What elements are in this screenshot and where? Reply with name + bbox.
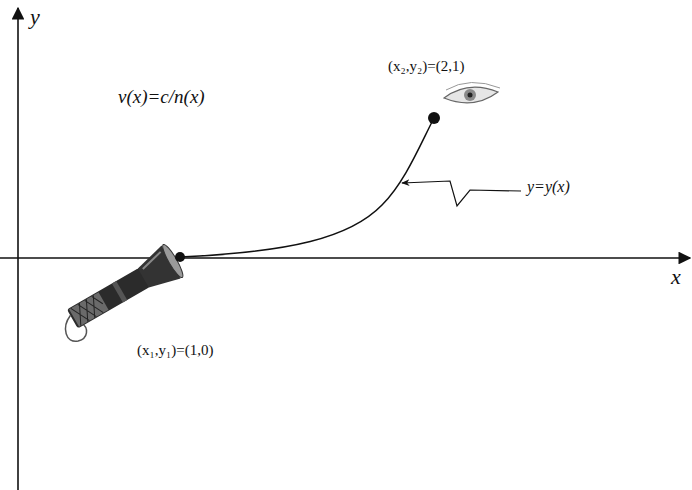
formula-label: v(x)=c/n(x): [118, 86, 205, 108]
y-axis: [17, 8, 19, 490]
axis-label: x: [671, 264, 681, 289]
x-axis: [0, 257, 690, 259]
eye: [444, 82, 500, 102]
flashlight: [51, 243, 187, 346]
light-path-curve: [180, 118, 434, 257]
start-point: [175, 252, 185, 262]
axis-label: y: [30, 4, 40, 29]
leader-line: [402, 181, 521, 206]
point-label: (x₁,y₁)=(1,0): [137, 342, 213, 359]
curve-label: y=y(x): [527, 178, 570, 196]
point-label: (x₂,y₂)=(2,1): [388, 58, 464, 75]
end-point: [428, 112, 440, 124]
